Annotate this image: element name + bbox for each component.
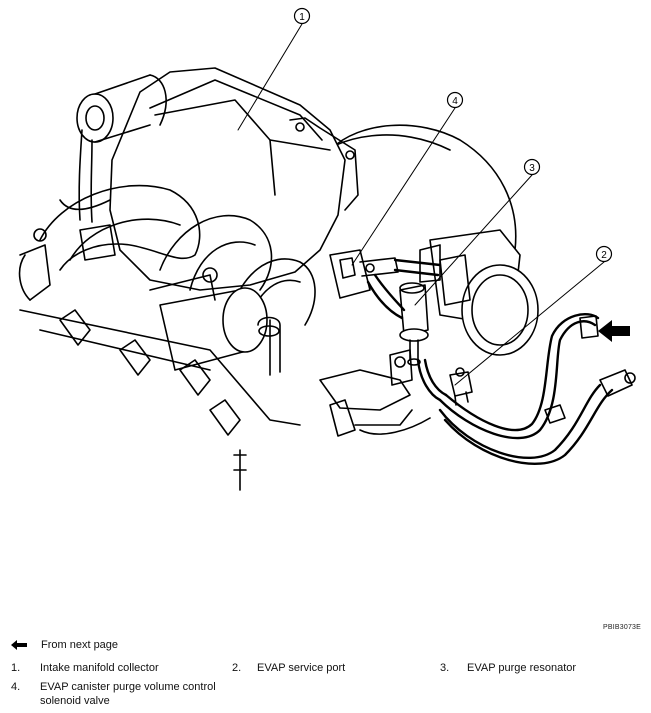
callout-2: 2 [595,245,613,263]
arrow-legend: From next page [11,639,118,651]
callout-2-label: 2 [601,250,607,261]
evap-service-port [449,367,473,406]
direction-arrow-icon [11,640,27,650]
leader-lines [237,23,605,386]
evap-hoses [366,258,614,466]
callout-4-label: 4 [452,96,458,107]
left-hoses [59,129,111,223]
legend-item-text: EVAP canister purge volume control solen… [40,681,216,707]
legend-item-number: 4. [11,681,21,693]
flow-arrow-icon [598,320,630,342]
callout-3-label: 3 [529,163,535,174]
legend-item-text: Intake manifold collector [40,662,159,674]
figure-id: PBIB3073E [603,624,641,631]
callout-3: 3 [523,158,541,176]
legend-item-number: 2. [232,662,242,674]
lower-bracket [319,349,431,437]
hose-end-fitting [544,315,636,424]
evap-canister-purge-volume-control-solenoid-valve [329,249,399,299]
fuel-rail [18,224,301,491]
engine-evap-diagram: 1 2 3 4 [18,7,636,491]
front-cylinder [149,267,281,376]
legend-item-text: EVAP purge resonator [467,662,577,674]
callout-1-label: 1 [299,12,305,23]
evap-purge-resonator [399,282,429,366]
legend-item-number: 1. [11,662,21,674]
callout-1: 1 [293,7,311,25]
legend-item-number: 3. [440,662,450,674]
legend-item-text: EVAP service port [257,662,346,674]
callout-4: 4 [446,91,464,109]
arrow-legend-text: From next page [41,639,119,651]
